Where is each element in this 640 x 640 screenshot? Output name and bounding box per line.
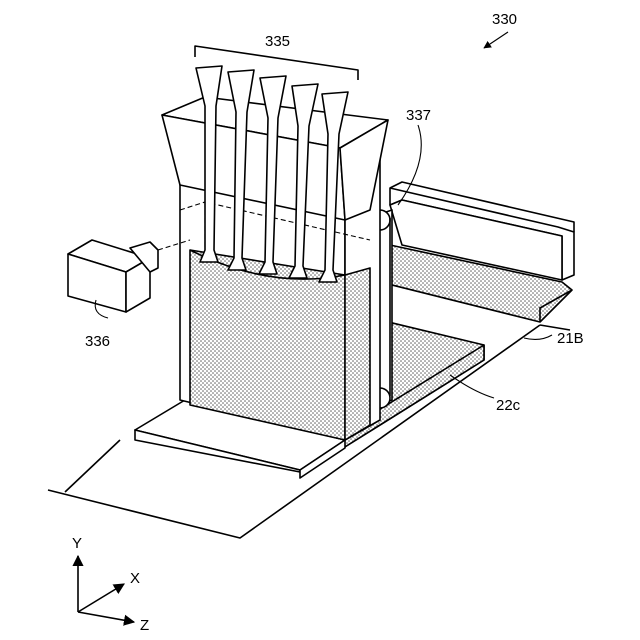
camera-label: 336	[85, 333, 110, 350]
stage-b-label: 21B	[557, 330, 584, 347]
rear-rail-assembly	[380, 182, 574, 322]
camera-336	[68, 240, 190, 312]
x-axis-arrow	[78, 584, 124, 612]
leader-22c	[450, 375, 494, 398]
stage-c-label: 22c	[496, 397, 521, 414]
axis-triad: Y X Z	[72, 535, 149, 634]
leader-330	[484, 32, 508, 48]
nozzle-group-label: 335	[265, 33, 290, 50]
y-axis-label: Y	[72, 535, 82, 552]
figure-ref-label: 330	[492, 11, 517, 28]
x-axis-label: X	[130, 570, 140, 587]
z-axis-arrow	[78, 612, 134, 622]
z-axis-label: Z	[140, 617, 149, 634]
leader-21B	[524, 335, 552, 339]
roller-label: 337	[406, 107, 431, 124]
